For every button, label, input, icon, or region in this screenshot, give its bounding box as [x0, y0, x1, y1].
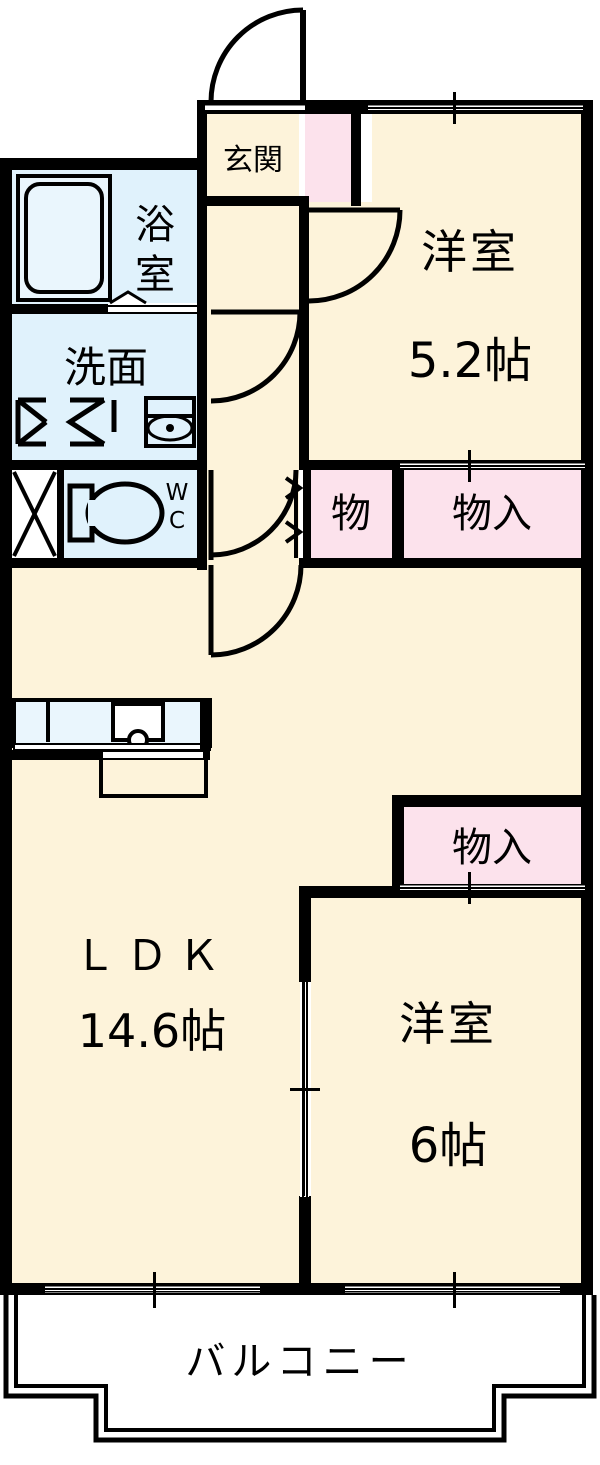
room-fill-shoe-closet [305, 114, 351, 202]
window-ldk-south [45, 1272, 262, 1308]
label-closet-mid: 物入 [452, 825, 532, 871]
laundry-marks-icon [15, 397, 117, 447]
wall-bath-washroom [0, 304, 197, 314]
wall-right-outer [581, 100, 593, 1295]
wall-left-ldk [0, 558, 12, 1295]
room-fill-bedroom-5-2 [372, 114, 581, 461]
label-bedroom1-size: 5.2帖 [408, 333, 532, 389]
window-closet-mid [400, 872, 585, 904]
wall-wc-bottom [0, 558, 207, 568]
windows [45, 92, 585, 1308]
wall-genkan-bottom [207, 196, 307, 206]
bathroom-door[interactable] [108, 290, 197, 312]
label-wc-c: C [169, 508, 185, 534]
room-fill-bedroom-6 [311, 898, 581, 1283]
room-fill-closet-mid [404, 803, 581, 888]
wall-bedroom6-left-top [299, 886, 311, 982]
label-bedroom2-size: 6帖 [409, 1118, 488, 1174]
room-fill-genkan [207, 114, 299, 202]
window-closet-north [400, 450, 585, 482]
balcony-outline [3, 1295, 597, 1443]
wall-storage-left [303, 466, 311, 562]
wall-washer-divider [57, 470, 64, 558]
bedroom-6-door[interactable] [290, 982, 320, 1197]
label-yokushitsu-1: 浴 [135, 202, 175, 248]
label-genkan: 玄関 [223, 143, 283, 178]
toilet-icon [67, 481, 165, 545]
wall-left-hall [197, 100, 207, 570]
bathtub-icon [16, 174, 112, 302]
label-storage-mono: 物 [331, 491, 371, 537]
label-balcony: バルコニー [185, 1339, 414, 1385]
label-bedroom2-name: 洋室 [399, 997, 497, 1051]
window-bedroom-5-2-north [368, 92, 583, 124]
label-bedroom1-name: 洋室 [421, 225, 519, 279]
window-bedroom-6-south [345, 1272, 562, 1308]
label-yokushitsu-2: 室 [135, 252, 175, 298]
room-fill-hallway-right [299, 202, 373, 460]
fixtures [12, 174, 212, 798]
wall-left-bathblock [0, 158, 12, 570]
wall-closet-mid-left [392, 795, 404, 895]
plan-labels: 玄関 浴 室 洗面 W C 物 物入 洋室 5.2帖 物入 ＬＤＫ 14.6帖 … [64, 143, 532, 1385]
room-fill-hallway [207, 202, 299, 568]
entrance-door[interactable] [208, 7, 306, 103]
window-genkan-frame [205, 104, 305, 112]
label-wc-w: W [166, 480, 189, 506]
doors [108, 7, 403, 1197]
label-ldk-name: ＬＤＫ [74, 931, 230, 980]
wall-right-genkan [351, 114, 361, 206]
washroom-door[interactable] [210, 309, 303, 404]
bedroom-5-2-door[interactable] [308, 207, 403, 304]
hall-door[interactable] [208, 469, 304, 560]
room-fill-washroom [12, 314, 197, 460]
label-closet-top: 物入 [452, 491, 532, 537]
wall-right-hall-upper [299, 196, 309, 466]
room-fill-ldk-lower [12, 568, 300, 1283]
label-ldk-size: 14.6帖 [78, 1004, 226, 1058]
wall-bedroom6-left-bottom [299, 1196, 311, 1295]
wall-storage-bottom [299, 558, 593, 568]
room-fill-closet-top [404, 470, 581, 558]
wall-closet-mid-top [392, 795, 593, 807]
washstand-icon [144, 396, 196, 448]
ldk-door[interactable] [208, 564, 304, 658]
wall-washroom-wc [0, 460, 207, 470]
washing-machine-icon [12, 470, 57, 558]
room-fill-storage-mono [311, 470, 392, 558]
kitchen-counter-icon [12, 698, 212, 798]
label-senmen: 洗面 [64, 343, 148, 392]
wall-top-bathblock [0, 158, 207, 170]
wall-storage-divider-1 [392, 466, 404, 562]
